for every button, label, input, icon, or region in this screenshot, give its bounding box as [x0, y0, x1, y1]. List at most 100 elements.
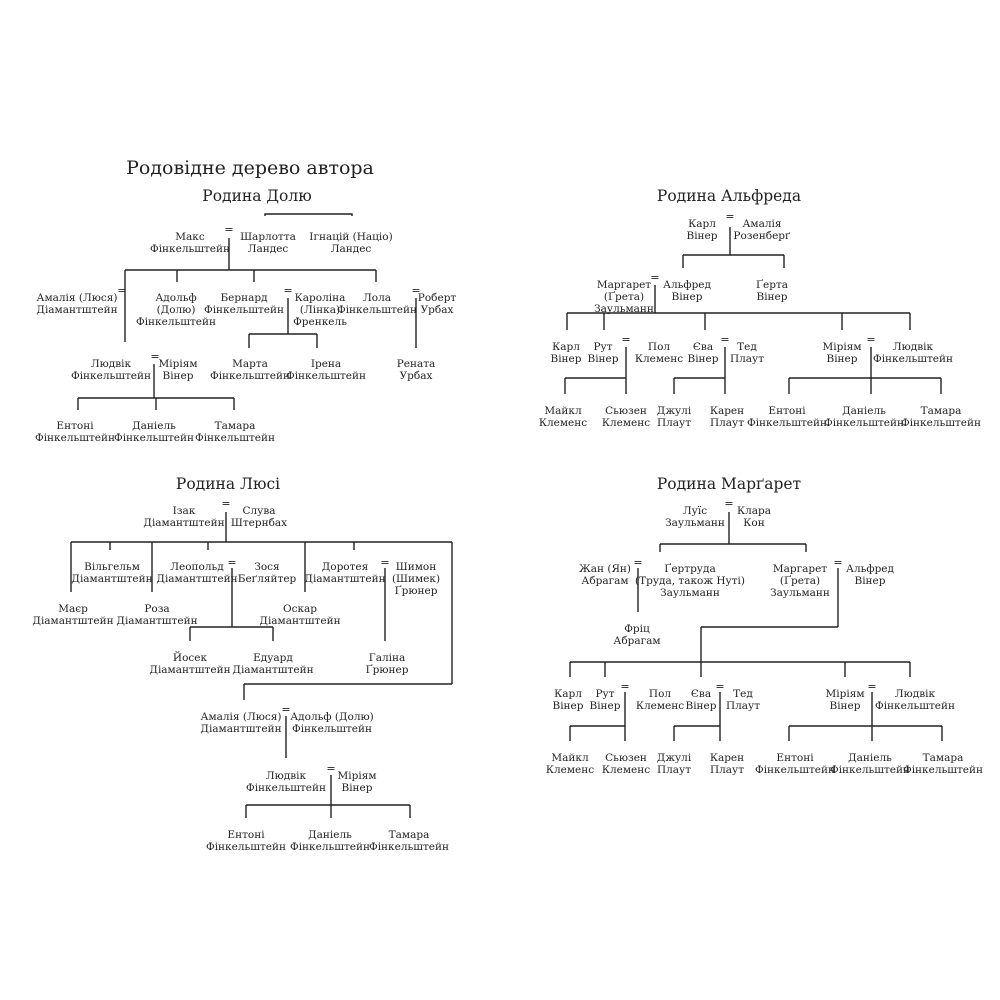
- person-name-line: Фінкельштейн: [290, 841, 370, 853]
- person-name-line: Вінер: [854, 575, 885, 587]
- person-name-line: Плаут: [710, 764, 744, 776]
- person-name-line: Пол: [648, 341, 670, 353]
- person-name-line: Вінер: [687, 353, 718, 365]
- person-name-line: Даніель: [842, 405, 886, 417]
- person-name-line: Вінер: [756, 291, 787, 303]
- person-name-line: Бернард: [220, 292, 268, 304]
- person-name-line: Міріям: [338, 770, 377, 782]
- person-dolyu-karolina: Кароліна(Лінка)Френкель: [293, 292, 347, 328]
- person-name-line: Тамара: [389, 829, 430, 841]
- person-name-line: Луїс: [683, 505, 707, 517]
- marriage-sign: =: [650, 271, 659, 284]
- person-name-line: Даніель: [308, 829, 352, 841]
- person-name-line: Фінкельштейн: [830, 764, 910, 776]
- person-name-line: Галіна: [369, 652, 406, 664]
- person-name-line: Фінкельштейн: [195, 432, 275, 444]
- person-name-line: Клеменс: [602, 764, 650, 776]
- connector-line: [264, 213, 353, 216]
- person-name-line: Плаут: [726, 700, 760, 712]
- family-title-alfreda: Родина Альфреда: [657, 187, 801, 205]
- person-lyusi-shimon: Шимон(Шимек)Ґрюнер: [392, 561, 440, 597]
- person-name-line: Амалія (Люся): [201, 711, 282, 723]
- person-name-line: Єва: [691, 688, 711, 700]
- person-name-line: Альфред: [663, 279, 711, 291]
- person-name-line: Вінер: [829, 700, 860, 712]
- person-name-line: Оскар: [283, 603, 317, 615]
- person-name-line: Діамантштейн: [143, 517, 224, 529]
- marriage-sign: =: [867, 680, 876, 693]
- person-dolyu-ignatsiy: Ігнацій (Націо)Ландес: [309, 231, 392, 255]
- person-name-line: Слува: [242, 505, 275, 517]
- person-name-line: Фінкельштейн: [136, 316, 216, 328]
- person-name-line: Вінер: [552, 700, 583, 712]
- person-name-line: Роза: [144, 603, 169, 615]
- person-name-line: Діамантштейн: [32, 615, 113, 627]
- connector-lines: [70, 213, 943, 818]
- person-alfreda-margaret: Маргарет(Ґрета)Заульманн: [594, 279, 654, 315]
- person-name-line: Людвік: [893, 341, 934, 353]
- person-name-line: Маргарет: [773, 563, 827, 575]
- person-name-line: Ентоні: [56, 420, 94, 432]
- person-name-line: Амалія: [742, 218, 781, 230]
- marriage-sign: =: [411, 284, 420, 297]
- person-name-line: Даніель: [848, 752, 892, 764]
- person-name-line: Вінер: [826, 353, 857, 365]
- person-name-line: Тед: [733, 688, 753, 700]
- marriage-sign: =: [715, 680, 724, 693]
- person-name-line: Ґертруда: [664, 562, 715, 575]
- marriage-sign: =: [724, 497, 733, 510]
- marriage-sign: =: [224, 223, 233, 236]
- person-name-line: Майкл: [551, 752, 589, 764]
- person-name-line: Адольф (Долю): [290, 711, 374, 723]
- person-name-line: Плаут: [710, 417, 744, 429]
- person-name-line: Клеменс: [539, 417, 587, 429]
- person-name-line: Карл: [688, 218, 716, 230]
- person-name-line: Кароліна: [295, 292, 346, 304]
- person-name-line: Вінер: [550, 353, 581, 365]
- person-name-line: Заульманн: [770, 587, 830, 599]
- person-name-line: Людвік: [91, 358, 132, 370]
- person-name-line: Шарлотта: [240, 231, 296, 243]
- marriage-sign: =: [326, 762, 335, 775]
- person-name-line: Ізак: [173, 505, 196, 517]
- person-name-line: Фінкельштейн: [873, 353, 953, 365]
- person-name-line: Діамантштейн: [304, 573, 385, 585]
- person-name-line: Діамантштейн: [36, 304, 117, 316]
- person-name-line: Рут: [595, 688, 614, 700]
- person-name-line: Розенберґ: [733, 230, 791, 242]
- person-name-line: Фінкельштейн: [337, 304, 417, 316]
- person-name-line: Шимон: [396, 561, 436, 573]
- page-title: Родовідне дерево автора: [126, 157, 374, 179]
- marriage-sign: =: [621, 333, 630, 346]
- person-name-line: Абрагам: [613, 635, 660, 647]
